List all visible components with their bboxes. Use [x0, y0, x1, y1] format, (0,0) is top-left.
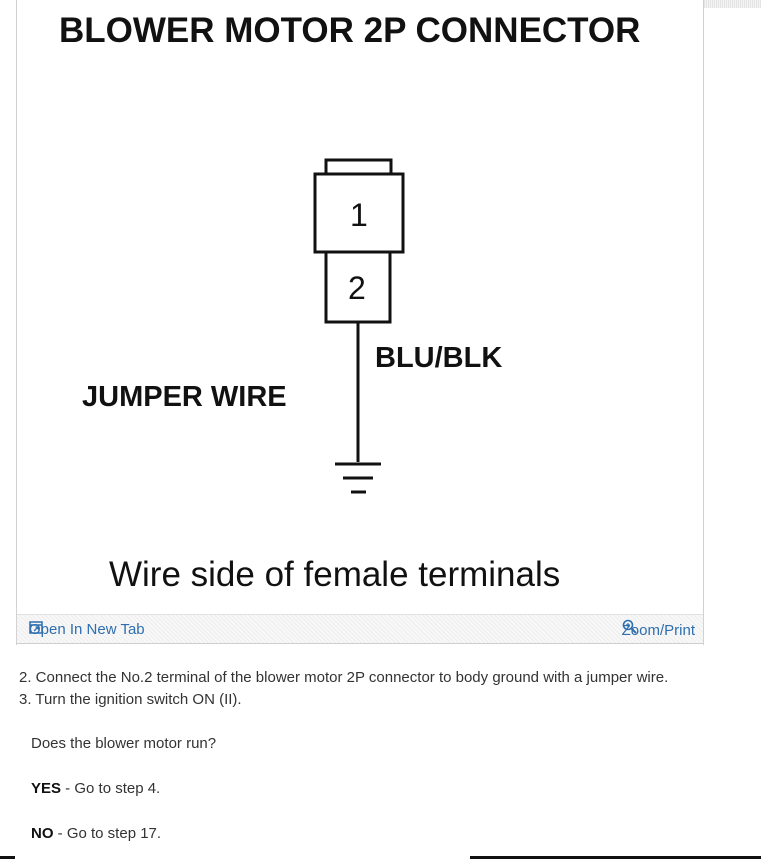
step-3: 3. Turn the ignition switch ON (II). [19, 691, 242, 708]
answer-yes-text: - Go to step 4. [61, 780, 161, 797]
open-new-tab-link[interactable]: Open In New Tab [29, 621, 145, 638]
jumper-wire-label: JUMPER WIRE [82, 381, 287, 413]
bottom-edge-left [0, 856, 15, 859]
connector-diagram: BLOWER MOTOR 2P CONNECTOR 1 2 BLU/BLK JU… [59, 11, 640, 594]
top-edge-strip [704, 0, 761, 8]
wire-color-label: BLU/BLK [375, 342, 502, 374]
ground-icon [335, 462, 381, 494]
answer-yes: YES - Go to step 4. [31, 778, 749, 800]
answer-no: NO - Go to step 17. [31, 823, 749, 845]
answer-no-text: - Go to step 17. [53, 825, 162, 842]
figure-frame: BLOWER MOTOR 2P CONNECTOR 1 2 BLU/BLK JU… [16, 0, 704, 645]
zoom-print-label: Zoom/Print [621, 622, 695, 639]
zoom-print-link[interactable]: Zoom/Print [622, 619, 695, 639]
terminal-1-cavity [313, 172, 405, 254]
question-text: Does the blower motor run? [31, 735, 217, 752]
terminal-1-number: 1 [350, 197, 368, 233]
bottom-edge-right [470, 856, 761, 859]
step-2: 2. Connect the No.2 terminal of the blow… [19, 669, 669, 686]
zoom-icon [622, 619, 637, 634]
figure-toolbar: Open In New Tab Zoom/Print [17, 614, 703, 644]
open-new-tab-label: Open In New Tab [29, 621, 145, 638]
open-new-tab-icon [29, 621, 43, 634]
diagram-title: BLOWER MOTOR 2P CONNECTOR [59, 11, 640, 50]
connector-latch [324, 158, 393, 173]
diagram-caption: Wire side of female terminals [109, 555, 560, 594]
terminal-2-number: 2 [348, 270, 366, 306]
answer-no-label: NO [31, 825, 54, 842]
procedure-text: 2. Connect the No.2 terminal of the blow… [19, 667, 749, 845]
answer-yes-label: YES [31, 780, 62, 797]
